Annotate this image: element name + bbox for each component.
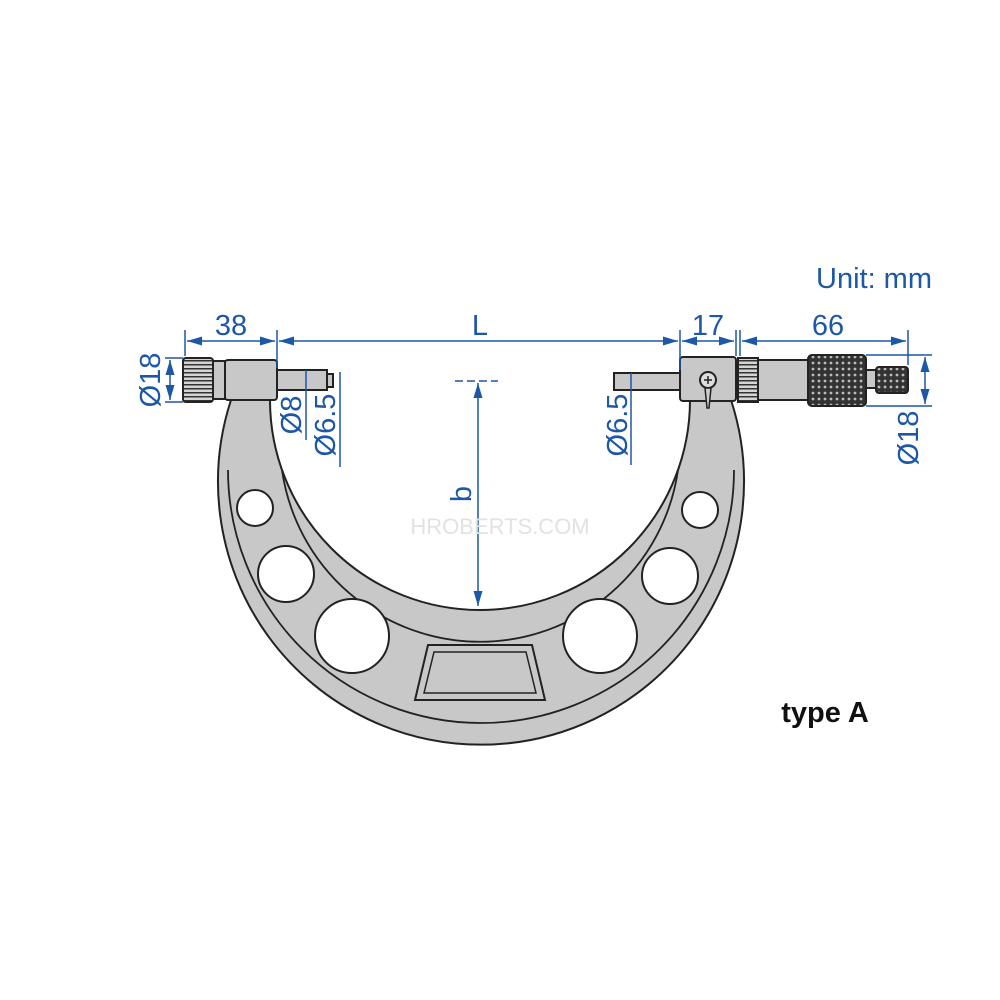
dim-17: 17 bbox=[692, 310, 724, 342]
dimension-lines bbox=[165, 330, 932, 606]
right-micrometer-head bbox=[613, 354, 909, 409]
dim-anvil-diameter: Ø6.5 bbox=[602, 394, 634, 457]
unit-label: Unit: mm bbox=[816, 263, 932, 295]
watermark: HROBERTS.COM bbox=[410, 514, 589, 539]
type-label: type A bbox=[781, 697, 869, 729]
dim-66: 66 bbox=[812, 310, 844, 342]
dim-38: 38 bbox=[215, 310, 247, 342]
micrometer-frame bbox=[217, 399, 745, 746]
dim-left-diameter-18: Ø18 bbox=[135, 353, 167, 408]
dim-spindle-tip-diameter: Ø6.5 bbox=[310, 394, 342, 457]
dim-L: L bbox=[472, 310, 488, 342]
dim-b: b bbox=[446, 486, 478, 502]
dim-spindle-diameter-8: Ø8 bbox=[276, 396, 308, 435]
left-spindle-head bbox=[182, 357, 334, 403]
dim-right-diameter-18: Ø18 bbox=[893, 411, 925, 466]
